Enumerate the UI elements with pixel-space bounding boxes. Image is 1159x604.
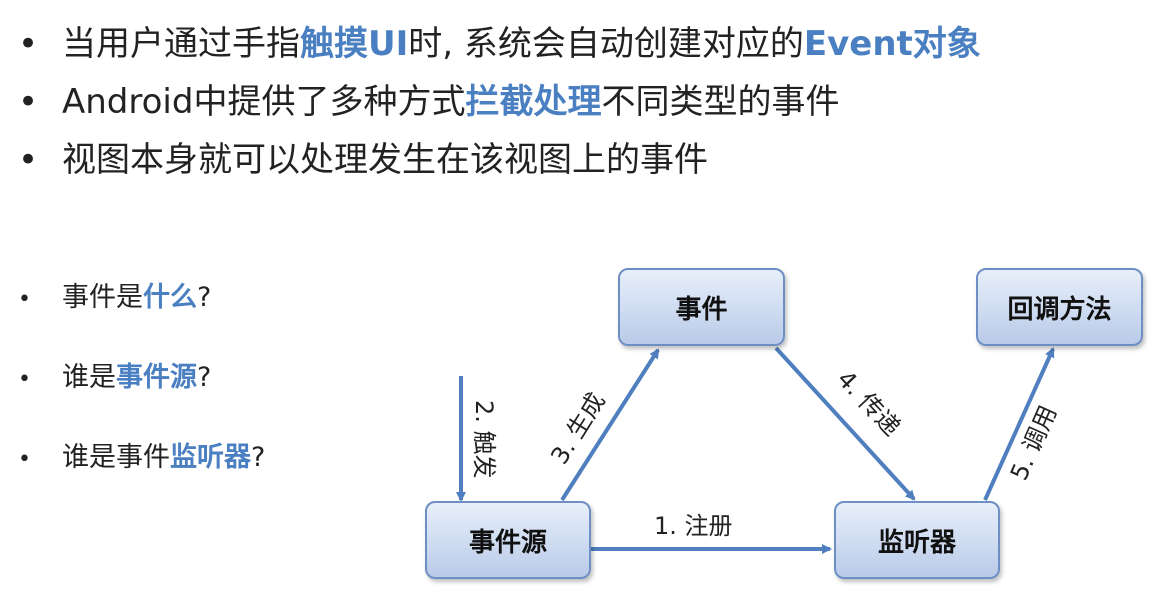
- node-listener: 监听器: [834, 501, 1000, 579]
- arrow-call: [983, 347, 1055, 501]
- bullet-dot: •: [18, 447, 31, 472]
- bullet-item: • 视图本身就可以处理发生在该视图上的事件: [18, 140, 708, 180]
- text-segment: ?: [251, 442, 266, 473]
- question-item: • 谁是事件监听器?: [18, 442, 265, 476]
- label-register: 1. 注册: [654, 512, 733, 540]
- label-trigger: 2. 触发: [470, 400, 498, 479]
- text-segment: 事件是: [62, 282, 143, 313]
- text-segment: ?: [197, 362, 212, 393]
- text-segment: 不同类型的事件: [601, 82, 840, 122]
- highlight-text: 对象: [912, 24, 981, 64]
- bullet-item: • 当用户通过手指触摸UI时, 系统会自动创建对应的Event对象: [18, 24, 981, 64]
- label-generate: 3. 生成: [545, 388, 610, 469]
- label-call: 5. 调用: [1005, 401, 1063, 484]
- text-segment: 谁是: [62, 362, 116, 393]
- bullet-dot: •: [18, 24, 39, 64]
- arrow-generate: [560, 348, 660, 502]
- bullet-dot: •: [18, 140, 39, 180]
- highlight-text: 拦截处理: [465, 82, 602, 122]
- node-event: 事件: [618, 268, 785, 346]
- bullet-item: • Android中提供了多种方式拦截处理不同类型的事件: [18, 82, 839, 122]
- bullet-dot: •: [18, 82, 39, 122]
- text-segment: 视图本身就可以处理发生在该视图上的事件: [62, 140, 708, 180]
- highlight-text: 触摸UI: [300, 24, 409, 64]
- text-segment: 时, 系统会自动创建对应的: [408, 24, 804, 64]
- text-segment: Android中提供了多种方式: [62, 82, 466, 122]
- node-event-source: 事件源: [425, 501, 591, 579]
- text-segment: 当用户通过手指: [62, 24, 300, 64]
- arrow-pass: [774, 346, 916, 501]
- text-segment: ?: [197, 282, 212, 313]
- question-item: • 谁是事件源?: [18, 362, 211, 396]
- highlight-text: Event: [803, 24, 913, 64]
- node-callback: 回调方法: [976, 268, 1143, 346]
- label-pass: 4. 传递: [832, 365, 906, 442]
- highlight-text: 事件源: [116, 362, 197, 393]
- text-segment: 谁是事件: [62, 442, 170, 473]
- bullet-dot: •: [18, 367, 31, 392]
- bullet-dot: •: [18, 287, 31, 312]
- highlight-text: 监听器: [170, 442, 251, 473]
- highlight-text: 什么: [143, 282, 197, 313]
- question-item: • 事件是什么?: [18, 282, 211, 316]
